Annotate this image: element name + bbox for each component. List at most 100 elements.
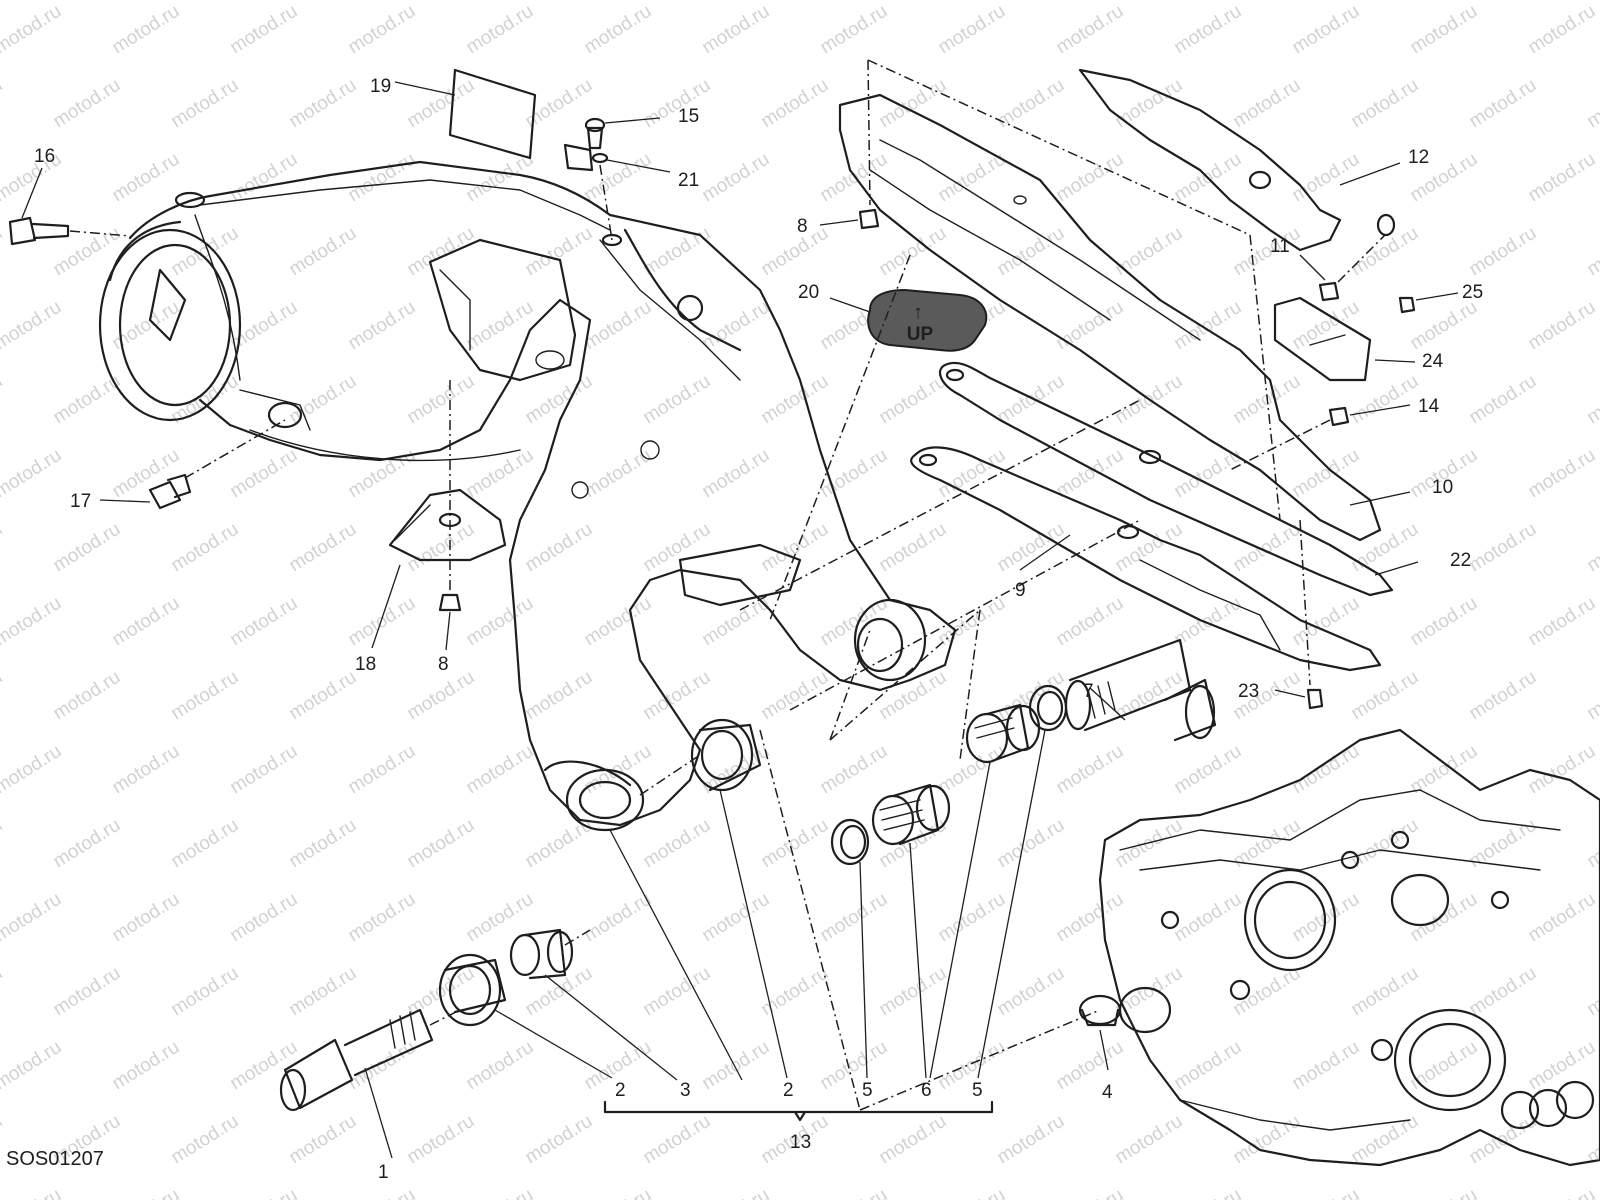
- watermark-text: motod.ru: [1466, 1111, 1541, 1169]
- callout-11: 11: [1270, 236, 1290, 257]
- swingarm-body: [98, 160, 957, 832]
- watermark-text: motod.ru: [0, 445, 65, 503]
- watermark-text: motod.ru: [0, 593, 65, 651]
- callout-2-right: 2: [783, 1080, 794, 1101]
- watermark-text: motod.ru: [463, 1, 538, 59]
- kit-bracket-13: [603, 1100, 994, 1122]
- watermark-text: motod.ru: [286, 223, 361, 281]
- watermark-text: motod.ru: [1171, 889, 1246, 947]
- callout-18: 18: [355, 654, 376, 675]
- callout-4: 4: [1102, 1082, 1113, 1103]
- watermark-text: motod.ru: [758, 963, 833, 1021]
- watermark-text: motod.ru: [463, 593, 538, 651]
- watermark-text: motod.ru: [699, 1, 774, 59]
- callout-3: 3: [680, 1080, 691, 1101]
- callout-8-top: 8: [797, 216, 808, 237]
- up-arrow: ↑: [913, 302, 923, 323]
- watermark-text: motod.ru: [1112, 223, 1187, 281]
- watermark-text: motod.ru: [994, 75, 1069, 133]
- cover-12: [1078, 68, 1401, 252]
- watermark-text: motod.ru: [1348, 1111, 1423, 1169]
- callout-2-left: 2: [615, 1080, 626, 1101]
- watermark-text: motod.ru: [1584, 371, 1600, 429]
- watermark-text: motod.ru: [1348, 223, 1423, 281]
- watermark-text: motod.ru: [1407, 297, 1482, 355]
- sticker-19: [394, 68, 537, 160]
- watermark-text: motod.ru: [463, 1037, 538, 1095]
- watermark-text: motod.ru: [463, 297, 538, 355]
- watermark-text: motod.ru: [463, 741, 538, 799]
- watermark-text: motod.ru: [1053, 1037, 1128, 1095]
- watermark-text: motod.ru: [699, 445, 774, 503]
- watermark-text: motod.ru: [640, 371, 715, 429]
- screw-25: [1398, 292, 1459, 314]
- watermark-text: motod.ru: [345, 1, 420, 59]
- watermark-text: motod.ru: [404, 371, 479, 429]
- watermark-text: motod.ru: [876, 667, 951, 725]
- pivot-bolt-16: [8, 216, 131, 246]
- watermark-text: motod.ru: [345, 445, 420, 503]
- watermark-text: motod.ru: [1230, 75, 1305, 133]
- bearing-2-left: [438, 953, 613, 1079]
- screw-23: [1274, 519, 1324, 710]
- watermark-text: motod.ru: [522, 815, 597, 873]
- watermark-text: motod.ru: [876, 519, 951, 577]
- watermark-text: motod.ru: [1112, 963, 1187, 1021]
- watermark-text: motod.ru: [1348, 963, 1423, 1021]
- watermark-text: motod.ru: [345, 1037, 420, 1095]
- watermark-text: motod.ru: [1466, 519, 1541, 577]
- watermark-text: motod.ru: [876, 963, 951, 1021]
- callout-15: 15: [678, 106, 699, 127]
- watermark-text: motod.ru: [1525, 1037, 1600, 1095]
- watermark-text: motod.ru: [0, 1, 65, 59]
- callout-13: 13: [790, 1132, 811, 1153]
- screw-11: [1299, 234, 1386, 302]
- watermark-text: motod.ru: [345, 741, 420, 799]
- screw-14: [1229, 404, 1411, 471]
- watermark-text: motod.ru: [50, 75, 125, 133]
- watermark-text: motod.ru: [699, 1037, 774, 1095]
- watermark-text: motod.ru: [286, 667, 361, 725]
- watermark-text: motod.ru: [0, 667, 6, 725]
- watermark-text: motod.ru: [0, 963, 6, 1021]
- watermark-text: motod.ru: [640, 519, 715, 577]
- watermark-text: motod.ru: [1289, 741, 1364, 799]
- pivot-pin-7: [1064, 638, 1217, 742]
- watermark-text: motod.ru: [1466, 963, 1541, 1021]
- callout-12: 12: [1408, 147, 1429, 168]
- watermark-text: motod.ru: [1112, 1111, 1187, 1169]
- watermark-text: motod.ru: [345, 1185, 420, 1200]
- watermark-text: motod.ru: [1348, 667, 1423, 725]
- watermark-text: motod.ru: [640, 223, 715, 281]
- needle-bearing-6-right: [929, 703, 1041, 1079]
- bolt-17: [99, 419, 286, 510]
- callout-14: 14: [1418, 396, 1440, 417]
- watermark-text: motod.ru: [876, 223, 951, 281]
- watermark-text: motod.ru: [1525, 1, 1600, 59]
- watermark-text: motod.ru: [168, 519, 243, 577]
- watermark-text: motod.ru: [1407, 741, 1482, 799]
- watermark-text: motod.ru: [994, 371, 1069, 429]
- watermark-text: motod.ru: [109, 1037, 184, 1095]
- watermark-text: motod.ru: [935, 1, 1010, 59]
- watermark-text: motod.ru: [0, 815, 6, 873]
- pivot-pin-1: [279, 1008, 461, 1159]
- watermark-text: motod.ru: [1230, 963, 1305, 1021]
- misc-leaders: [21, 167, 451, 651]
- watermark-text: motod.ru: [0, 519, 6, 577]
- watermark-text: motod.ru: [699, 297, 774, 355]
- watermark-text: motod.ru: [168, 815, 243, 873]
- watermark-text: motod.ru: [286, 815, 361, 873]
- watermark-text: motod.ru: [109, 1185, 184, 1200]
- watermark-text: motod.ru: [1053, 1, 1128, 59]
- callout-8-bottom: 8: [438, 654, 449, 675]
- watermark-text: motod.ru: [994, 963, 1069, 1021]
- watermark-text: motod.ru: [1466, 223, 1541, 281]
- watermark-text: motod.ru: [227, 1185, 302, 1200]
- watermark-text: motod.ru: [286, 371, 361, 429]
- watermark-text: motod.ru: [581, 445, 656, 503]
- callout-1: 1: [378, 1162, 389, 1183]
- watermark-text: motod.ru: [463, 889, 538, 947]
- watermark-text: motod.ru: [581, 1185, 656, 1200]
- watermark-text: motod.ru: [876, 1111, 951, 1169]
